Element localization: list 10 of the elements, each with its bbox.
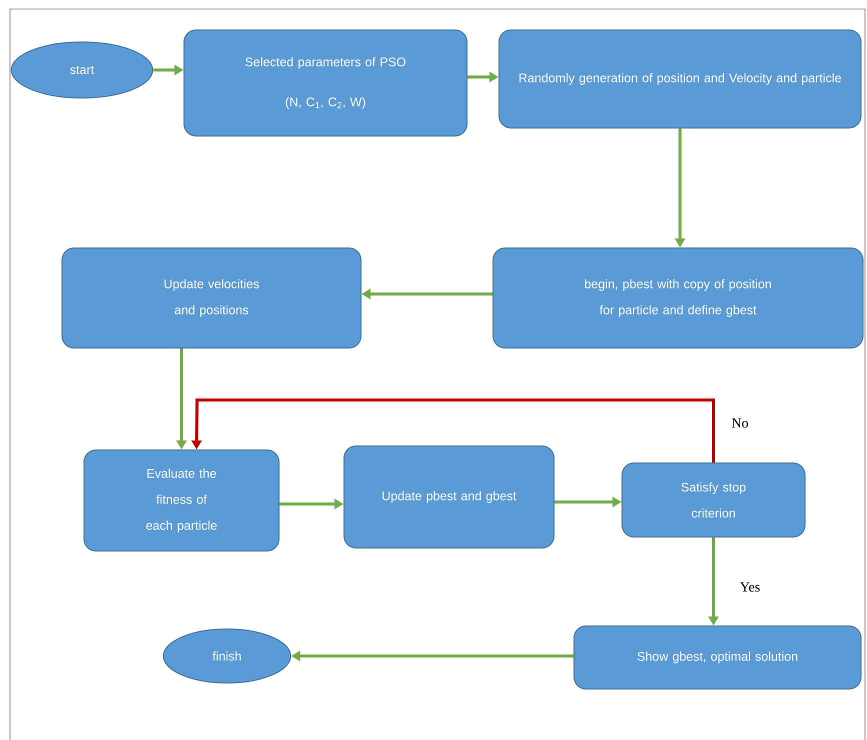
process-box: Show gbest, optimal solution bbox=[574, 626, 862, 690]
process-box: Satisfy stop criterion bbox=[622, 462, 806, 538]
process-box: begin, pbest with copy of position for particle and define gbest bbox=[492, 248, 864, 348]
process-box: Evaluate the fitness of each particle bbox=[84, 450, 280, 552]
process-box: Update pbest and gbest bbox=[344, 446, 554, 548]
edge-label: No bbox=[732, 418, 748, 428]
process-box: Update velocities and positions bbox=[62, 248, 362, 348]
edge-label: Yes bbox=[740, 582, 760, 592]
process-box: Selected parameters of PSO (N, C$_{1}$, C$_{2}$, W) bbox=[184, 30, 468, 136]
process-box: Randomly generation of position and Velocity and particle bbox=[498, 30, 862, 128]
